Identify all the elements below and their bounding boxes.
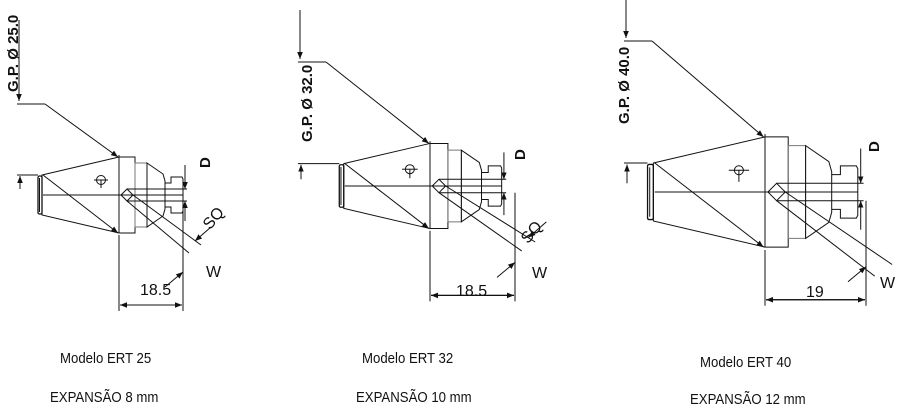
collet-cone [146, 162, 166, 228]
gp-label-ert32: G.P. Ø 32.0 [299, 64, 316, 142]
sq-arrow [194, 226, 212, 242]
collet-ert-40 [623, 0, 893, 306]
d-label-ert40: D [866, 141, 883, 152]
d-label-ert32: D [512, 149, 529, 160]
w-extension-line [126, 200, 190, 254]
diameter-leader-lower [344, 163, 430, 229]
w-label-ert25: W [206, 264, 222, 281]
collet-cone [460, 149, 483, 223]
diameter-leader-lower [42, 174, 119, 234]
diameter-leader-lower [654, 162, 764, 248]
w-arrow [847, 266, 867, 283]
w-extension-line [438, 192, 523, 252]
model-name-ert40: Modelo ERT 40 [700, 354, 792, 371]
sq-extension-line [132, 194, 202, 246]
nose-nut [37, 175, 43, 215]
nose-nut [338, 164, 345, 208]
nose-nut [646, 163, 654, 221]
w-label-ert40: W [880, 275, 896, 292]
collet-ert-32 [297, 10, 547, 302]
expansion-ert25: EXPANSÃO 8 mm [50, 389, 159, 406]
w-label-ert32: W [532, 265, 548, 282]
expansion-ert32: EXPANSÃO 10 mm [356, 389, 472, 406]
model-name-ert25: Modelo ERT 25 [60, 350, 152, 367]
model-name-ert32: Modelo ERT 32 [362, 350, 454, 367]
w-arrow [164, 271, 184, 288]
sq-arrow [528, 221, 547, 238]
gp-label-ert25: G.P. Ø 25.0 [5, 14, 22, 92]
gp-leader-diag [44, 103, 119, 158]
collet-ert-25 [16, 20, 212, 311]
sq-extension-line [785, 191, 893, 265]
collet-cone [805, 144, 833, 240]
length-dim-ert40: 19 [806, 284, 824, 301]
gp-leader-diag [325, 61, 430, 144]
sq-extension-line [445, 185, 536, 243]
w-extension-line [776, 200, 876, 277]
d-label-ert25: D [197, 157, 214, 168]
gp-label-ert40: G.P. Ø 40.0 [616, 46, 633, 124]
expansion-ert40: EXPANSÃO 12 mm [690, 391, 806, 406]
length-dim-ert32: 18.5 [456, 283, 488, 300]
gp-leader-diag [651, 40, 764, 138]
length-dim-ert25: 18.5 [140, 282, 172, 299]
w-arrow [496, 262, 516, 278]
